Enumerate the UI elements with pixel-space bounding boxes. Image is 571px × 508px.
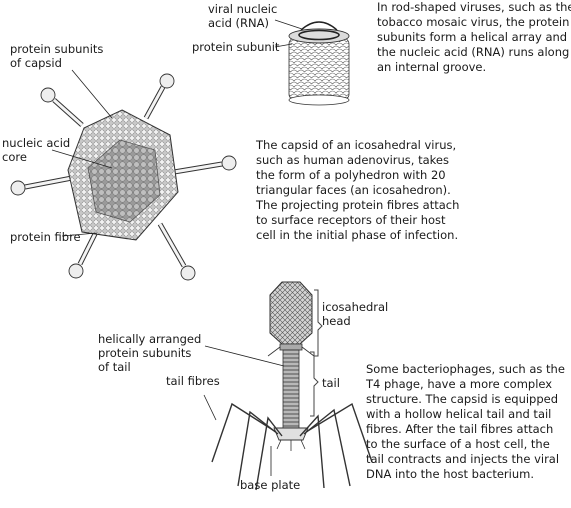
paragraph-bacteriophage: Some bacteriophages, such as the T4 phag… — [366, 362, 565, 481]
protein-fibres — [10, 73, 237, 281]
tail-fibre-1 — [211, 402, 277, 463]
rod-virus-bottom — [288, 94, 350, 106]
phage-head — [269, 281, 313, 345]
paragraph-icosahedral-virus: The capsid of an icosahedral virus, such… — [256, 138, 460, 242]
label-protein-subunits-capsid: protein subunits of capsid — [10, 42, 104, 70]
phage-tail — [282, 349, 300, 429]
head-bracket — [314, 289, 323, 357]
tail-fibre-5 — [303, 408, 351, 487]
whisker-left — [267, 346, 281, 357]
tail-bracket — [310, 351, 319, 417]
fibre-lower-right — [157, 222, 196, 281]
fibre-upper-right — [143, 73, 175, 120]
label-helically-arranged-subunits: helically arranged protein subunits of t… — [98, 332, 202, 374]
label-base-plate: base plate — [240, 478, 301, 492]
leader-helical-tail — [204, 345, 285, 367]
leader-protein-subunit — [274, 43, 293, 48]
rna-helix — [298, 29, 340, 41]
whisker-right — [301, 346, 315, 357]
rna-strand — [300, 21, 338, 31]
fibre-right — [173, 155, 237, 175]
fibre-upper-left — [40, 87, 84, 127]
tail-fibre-6 — [305, 402, 373, 463]
bacteriophage-illustration — [203, 281, 373, 491]
label-nucleic-acid-core: nucleic acid core — [2, 136, 71, 164]
tail-fibre-3 — [255, 416, 283, 491]
nucleic-acid-core — [87, 139, 161, 223]
label-tail-fibres: tail fibres — [166, 374, 220, 388]
paragraph-rod-virus: In rod-shaped viruses, such as the tobac… — [377, 0, 571, 74]
rod-virus-illustration — [274, 19, 350, 106]
label-tail: tail — [322, 376, 340, 390]
leader-rna — [274, 19, 303, 30]
label-protein-subunit: protein subunit — [192, 40, 280, 54]
label-protein-fibre: protein fibre — [10, 230, 81, 244]
leader-protein-fibre — [61, 232, 98, 237]
tail-fibres — [211, 402, 373, 491]
tail-fibre-2 — [237, 410, 279, 487]
leader-nucleic-acid-core — [51, 149, 113, 169]
phage-base-plate — [273, 427, 309, 441]
label-viral-nucleic-acid: viral nucleic acid (RNA) — [208, 2, 278, 30]
tail-pins — [276, 439, 306, 451]
phage-collar — [279, 343, 303, 351]
leader-capsid-subunits — [71, 69, 113, 119]
leader-tail-fibres — [203, 394, 217, 421]
tail-fibre-4 — [299, 414, 325, 489]
label-icosahedral-head: icosahedral head — [322, 300, 389, 328]
adenovirus-illustration — [10, 69, 237, 281]
fibre-left — [10, 175, 73, 196]
rod-virus-body — [288, 37, 350, 101]
